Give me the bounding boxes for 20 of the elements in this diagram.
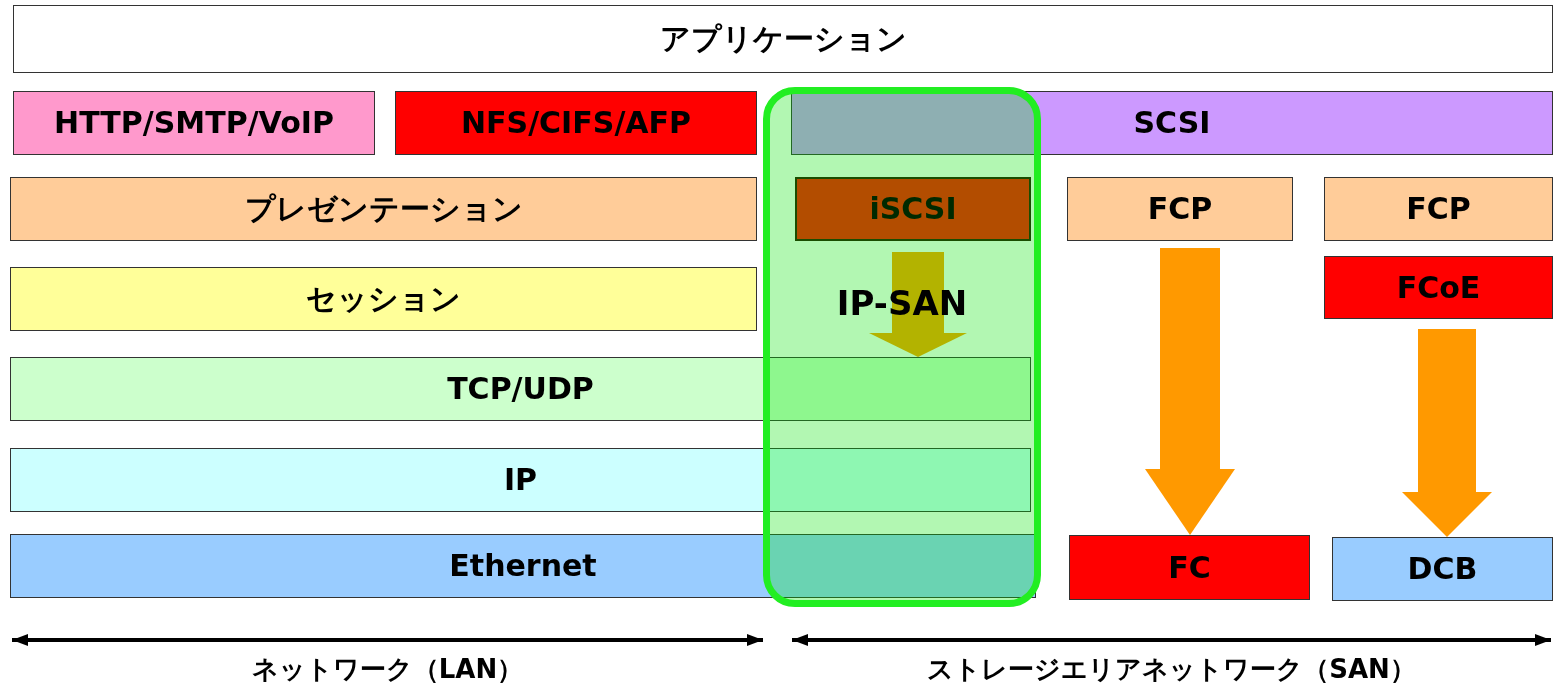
layer-box: Ethernet [10,534,1036,598]
protocol-box: HTTP/SMTP/VoIP [13,91,375,155]
highlight-band [763,87,1041,607]
layer-box: プレゼンテーション [10,177,757,241]
block-arrow [1402,329,1492,537]
range-label: ストレージエリアネットワーク（SAN） [927,656,1416,682]
range-label: ネットワーク（LAN） [251,656,524,682]
layer-box: セッション [10,267,757,331]
layer-box: アプリケーション [13,5,1553,73]
protocol-box: iSCSI [795,177,1031,241]
layer-box: TCP/UDP [10,357,1031,421]
protocol-box: FCP [1324,177,1553,241]
protocol-box: FC [1069,535,1310,600]
protocol-box: FCoE [1324,256,1553,319]
protocol-box: SCSI [791,91,1553,155]
block-arrow [1145,248,1235,535]
protocol-box: NFS/CIFS/AFP [395,91,757,155]
protocol-box: FCP [1067,177,1293,241]
layer-box: IP [10,448,1031,512]
protocol-box: DCB [1332,537,1553,601]
